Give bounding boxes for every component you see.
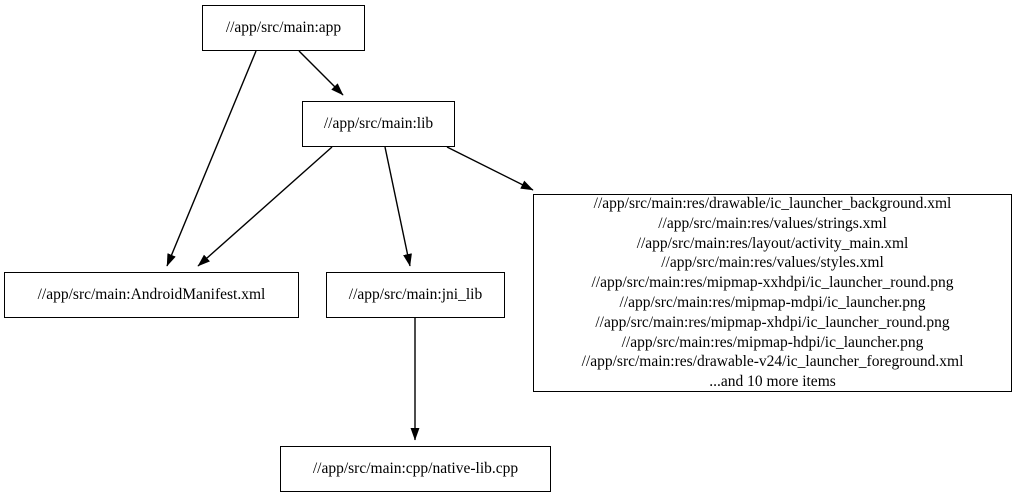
node-jni-lib-label: //app/src/main:jni_lib [348, 286, 483, 304]
node-native-lib-cpp-label: //app/src/main:cpp/native-lib.cpp [312, 460, 519, 478]
node-resources-group-label: //app/src/main:res/drawable/ic_launcher_… [581, 195, 964, 391]
node-app-label: //app/src/main:app [225, 19, 342, 37]
edge-app-to-lib [298, 50, 344, 96]
edge-lib-to-jni-lib [384, 146, 412, 267]
edge-lib-to-resources [446, 146, 534, 191]
node-jni-lib[interactable]: //app/src/main:jni_lib [326, 272, 505, 318]
node-android-manifest[interactable]: //app/src/main:AndroidManifest.xml [4, 272, 299, 318]
node-resources-group[interactable]: //app/src/main:res/drawable/ic_launcher_… [533, 194, 1012, 392]
node-native-lib-cpp[interactable]: //app/src/main:cpp/native-lib.cpp [280, 446, 551, 492]
node-app[interactable]: //app/src/main:app [202, 5, 365, 51]
edge-app-to-manifest [166, 50, 257, 267]
edge-lib-to-manifest [197, 146, 333, 267]
node-lib-label: //app/src/main:lib [323, 115, 434, 133]
node-lib[interactable]: //app/src/main:lib [302, 101, 455, 147]
node-android-manifest-label: //app/src/main:AndroidManifest.xml [37, 286, 266, 304]
